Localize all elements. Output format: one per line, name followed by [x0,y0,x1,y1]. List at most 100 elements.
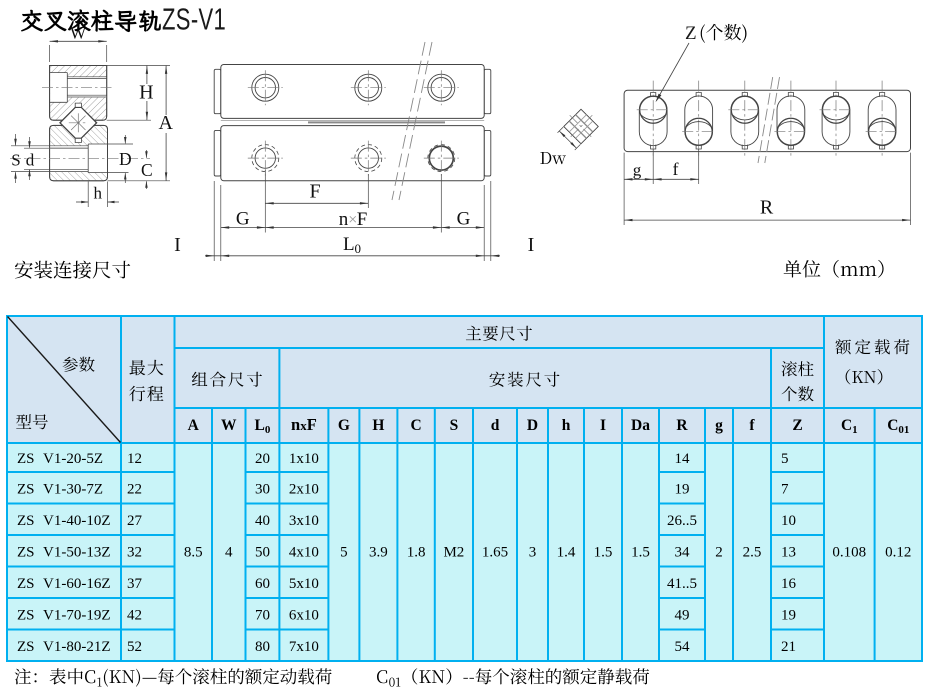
svg-text:f: f [749,417,755,434]
svg-text:49: 49 [675,607,690,623]
svg-text:7: 7 [781,481,789,497]
svg-text:ZS: ZS [17,639,35,655]
svg-text:I: I [528,234,535,256]
svg-text:21: 21 [781,639,796,655]
svg-text:V1-20-5Z: V1-20-5Z [43,451,103,467]
svg-text:5: 5 [781,451,789,467]
svg-text:2: 2 [715,544,723,560]
svg-text:Z: Z [685,23,697,44]
svg-text:I: I [600,417,606,434]
svg-text:7x10: 7x10 [289,639,319,655]
svg-text:10: 10 [781,513,796,529]
svg-text:Z: Z [792,417,802,434]
svg-text:ZS: ZS [17,451,35,467]
svg-text:Da: Da [631,417,650,434]
svg-text:26..5: 26..5 [667,513,697,529]
svg-text:f: f [673,159,679,179]
svg-text:19: 19 [781,607,796,623]
svg-text:V1-70-19Z: V1-70-19Z [43,607,111,623]
svg-text:41..5: 41..5 [667,576,697,592]
svg-text:g: g [715,417,723,434]
svg-text:60: 60 [255,576,270,592]
svg-text:ZS: ZS [17,544,35,560]
svg-text:W: W [221,417,237,434]
svg-text:50: 50 [255,544,270,560]
svg-text:A: A [188,417,200,434]
svg-text:54: 54 [675,639,691,655]
svg-text:70: 70 [255,607,270,623]
svg-text:12: 12 [127,451,142,467]
svg-text:C: C [141,160,153,180]
svg-text:I: I [174,234,181,256]
svg-text:D: D [119,149,132,169]
svg-text:3x10: 3x10 [289,513,319,529]
svg-text:ZS: ZS [17,607,35,623]
svg-text:H: H [139,82,153,104]
svg-text:37: 37 [127,576,143,592]
svg-text:13: 13 [781,544,796,560]
svg-text:C: C [410,417,421,434]
svg-text:V1-40-10Z: V1-40-10Z [43,513,111,529]
svg-text:G: G [236,209,250,230]
svg-text:nxF: nxF [291,415,317,434]
svg-text:52: 52 [127,639,142,655]
svg-text:16: 16 [781,576,797,592]
svg-text:32: 32 [127,544,142,560]
svg-text:W: W [70,24,87,43]
svg-text:30: 30 [255,481,270,497]
svg-text:ZS: ZS [17,513,35,529]
svg-text:ZS: ZS [17,481,35,497]
svg-text:1.4: 1.4 [557,544,576,560]
svg-text:R: R [760,197,774,219]
svg-text:34: 34 [675,544,691,560]
svg-text:d: d [491,417,500,434]
svg-text:d: d [26,151,35,170]
svg-text:F: F [309,181,320,203]
svg-text:D: D [527,417,538,434]
svg-text:19: 19 [675,481,690,497]
svg-text:1.5: 1.5 [631,544,650,560]
svg-text:2.5: 2.5 [743,544,762,560]
svg-text:G: G [457,209,471,230]
svg-text:0.12: 0.12 [885,544,911,560]
svg-text:8.5: 8.5 [184,544,203,560]
svg-text:0.108: 0.108 [832,544,866,560]
svg-text:1.8: 1.8 [407,544,426,560]
svg-text:M2: M2 [443,544,464,560]
svg-text:22: 22 [127,481,142,497]
svg-text:2x10: 2x10 [289,481,319,497]
svg-text:1.65: 1.65 [482,544,508,560]
svg-text:F: F [357,209,368,230]
svg-text:S: S [450,417,459,434]
svg-text:R: R [676,417,688,434]
svg-text:27: 27 [127,513,143,529]
svg-text:n: n [339,209,349,230]
svg-text:4x10: 4x10 [289,544,319,560]
svg-text:V1-50-13Z: V1-50-13Z [43,544,111,560]
svg-text:S: S [11,151,20,170]
svg-text:L0: L0 [343,234,361,256]
svg-text:5x10: 5x10 [289,576,319,592]
svg-text:A: A [158,112,173,134]
svg-text:ZS-V1: ZS-V1 [162,2,226,37]
svg-text:H: H [372,417,384,434]
svg-text:42: 42 [127,607,142,623]
svg-text:40: 40 [255,513,270,529]
svg-text:4: 4 [225,544,233,560]
svg-text:6x10: 6x10 [289,607,319,623]
svg-text:1x10: 1x10 [289,451,319,467]
svg-text:g: g [633,161,642,180]
svg-text:1.5: 1.5 [594,544,613,560]
svg-text:3: 3 [529,544,537,560]
svg-text:V1-60-16Z: V1-60-16Z [43,576,111,592]
svg-text:V1-30-7Z: V1-30-7Z [43,481,103,497]
svg-text:×: × [348,212,357,229]
svg-text:h: h [562,417,571,434]
svg-text:G: G [338,417,350,434]
svg-text:3.9: 3.9 [369,544,388,560]
svg-text:ZS: ZS [17,576,35,592]
svg-text:14: 14 [675,451,691,467]
svg-text:80: 80 [255,639,270,655]
svg-text:V1-80-21Z: V1-80-21Z [43,639,111,655]
svg-text:5: 5 [340,544,348,560]
